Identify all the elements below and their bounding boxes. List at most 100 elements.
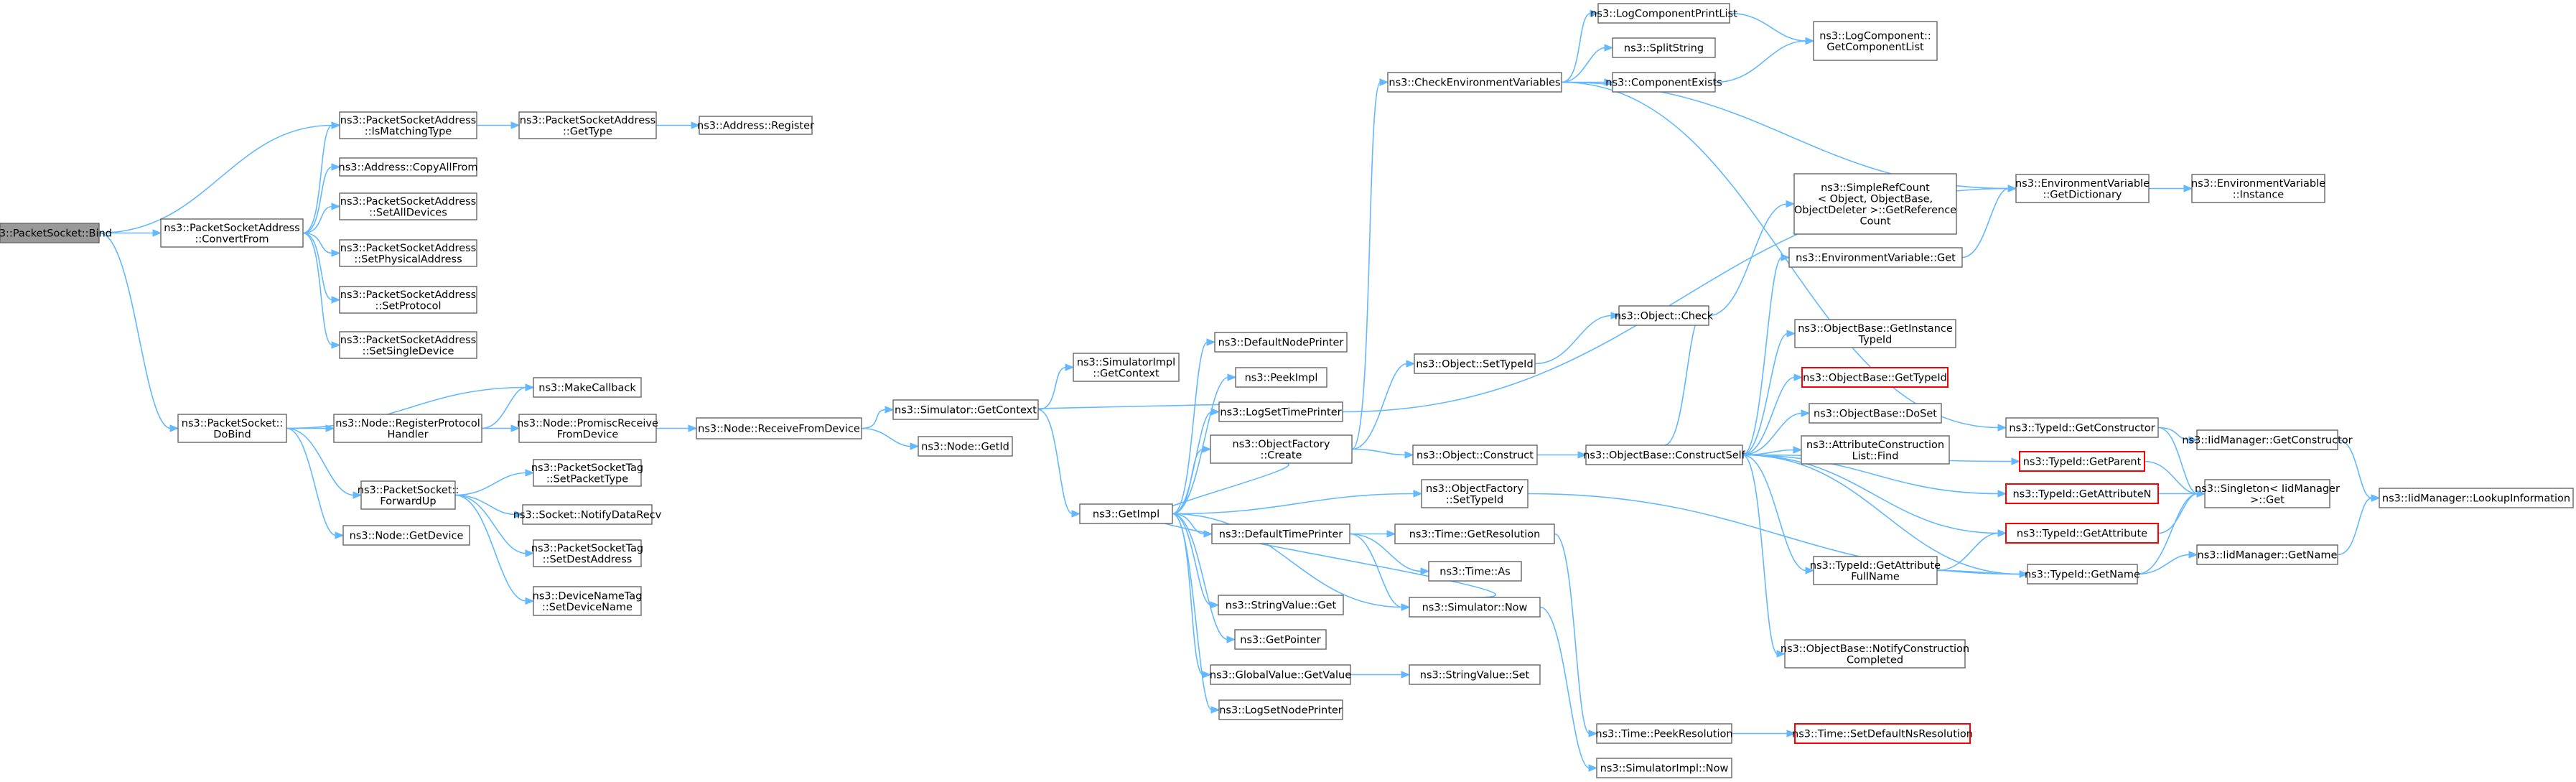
graph-node-getpointer[interactable]: ns3::GetPointer (1234, 629, 1327, 650)
node-box[interactable] (1234, 629, 1327, 650)
graph-node-psa_setproto[interactable]: ns3::PacketSocketAddress::SetProtocol (339, 286, 477, 314)
node-box[interactable] (518, 111, 657, 139)
node-box[interactable] (1597, 3, 1730, 24)
node-box[interactable] (1794, 319, 1956, 348)
node-box[interactable] (1612, 37, 1716, 58)
graph-node-pst_setdest[interactable]: ns3::PacketSocketTag::SetDestAddress (531, 539, 643, 567)
node-box[interactable] (1387, 72, 1562, 93)
node-box[interactable] (1428, 561, 1522, 582)
node-box[interactable] (1596, 723, 1732, 744)
graph-node-psa_setphys[interactable]: ns3::PacketSocketAddress::SetPhysicalAdd… (339, 239, 477, 267)
node-box[interactable] (696, 417, 862, 439)
graph-node-makecallback[interactable]: ns3::MakeCallback (533, 377, 642, 398)
node-box[interactable] (2191, 174, 2325, 203)
node-box[interactable] (1801, 435, 1950, 465)
node-box[interactable] (1210, 664, 1351, 685)
node-box[interactable] (2204, 479, 2330, 508)
graph-node-compexists[interactable]: ns3::ComponentExists (1605, 72, 1722, 93)
node-box[interactable] (1788, 247, 1963, 268)
graph-node-simimpl_now[interactable]: ns3::SimulatorImpl::Now (1596, 758, 1732, 778)
node-box[interactable] (1409, 597, 1541, 618)
node-box[interactable] (1235, 367, 1327, 388)
graph-node-envvar_instance[interactable]: ns3::EnvironmentVariable::Instance (2191, 174, 2325, 203)
node-box[interactable] (339, 111, 477, 139)
node-box[interactable] (360, 480, 456, 510)
graph-node-psa_convert[interactable]: ns3::PacketSocketAddress::ConvertFrom (160, 218, 304, 248)
graph-node-node_getdev[interactable]: ns3::Node::GetDevice (342, 525, 470, 546)
graph-node-time_as[interactable]: ns3::Time::As (1428, 561, 1522, 582)
node-box[interactable] (518, 414, 657, 443)
graph-node-obj_check[interactable]: ns3::Object::Check (1615, 305, 1714, 326)
graph-node-typeid_getctor[interactable]: ns3::TypeId::GetConstructor (2005, 417, 2159, 438)
graph-node-psa_gettype[interactable]: ns3::PacketSocketAddress::GetType (518, 111, 657, 139)
node-box[interactable] (1394, 523, 1555, 544)
node-box[interactable] (1218, 699, 1343, 720)
node-box[interactable] (1210, 434, 1353, 464)
node-box[interactable] (1211, 523, 1350, 544)
graph-node-time_peekres[interactable]: ns3::Time::PeekResolution (1595, 723, 1733, 744)
graph-node-deftimeprinter[interactable]: ns3::DefaultTimePrinter (1211, 523, 1350, 544)
graph-node-addr_register[interactable]: ns3::Address::Register (697, 116, 814, 135)
graph-node-ps_forwardup[interactable]: ns3::PacketSocket::ForwardUp (358, 480, 459, 510)
node-box[interactable] (1809, 403, 1942, 424)
graph-node-objbase_notify[interactable]: ns3::ObjectBase::NotifyConstructionCompl… (1781, 639, 1969, 669)
graph-node-sock_notify[interactable]: ns3::Socket::NotifyDataRecv (513, 504, 662, 525)
node-box[interactable] (339, 239, 477, 267)
graph-node-node_recv[interactable]: ns3::Node::ReceiveFromDevice (696, 417, 862, 439)
graph-node-globval_getval[interactable]: ns3::GlobalValue::GetValue (1210, 664, 1351, 685)
graph-node-objbase_gettypeid[interactable]: ns3::ObjectBase::GetTypeId (1801, 367, 1949, 388)
graph-node-time_getres[interactable]: ns3::Time::GetResolution (1394, 523, 1555, 544)
node-box[interactable] (339, 192, 477, 220)
graph-node-envvar_getdict[interactable]: ns3::EnvironmentVariable::GetDictionary (2015, 174, 2150, 203)
node-box[interactable] (1618, 305, 1709, 326)
node-box[interactable] (1412, 444, 1538, 465)
node-box[interactable] (1813, 21, 1938, 61)
node-box[interactable] (2005, 483, 2159, 504)
node-box[interactable] (918, 436, 1013, 457)
node-box[interactable] (1794, 723, 1971, 744)
node-box[interactable] (1784, 639, 1966, 669)
graph-node-simimpl_getctx[interactable]: ns3::SimulatorImpl::GetContext (1073, 353, 1180, 382)
node-box[interactable] (160, 218, 304, 248)
node-box[interactable] (2027, 564, 2138, 585)
node-box[interactable] (1793, 173, 1957, 235)
node-box[interactable] (1801, 367, 1949, 388)
node-box[interactable] (1214, 332, 1348, 353)
graph-node-checkenv[interactable]: ns3::CheckEnvironmentVariables (1387, 72, 1562, 93)
node-box[interactable] (2015, 174, 2150, 203)
graph-node-iidmgr_getctor[interactable]: ns3::IidManager::GetConstructor (2182, 429, 2353, 450)
node-box[interactable] (339, 157, 477, 177)
node-box[interactable] (2019, 451, 2145, 472)
node-box[interactable] (1813, 556, 1938, 585)
graph-node-typeid_getattr[interactable]: ns3::TypeId::GetAttribute (2005, 523, 2159, 544)
graph-node-time_setdefnsres[interactable]: ns3::Time::SetDefaultNsResolution (1792, 723, 1973, 744)
graph-node-defnodeprinter[interactable]: ns3::DefaultNodePrinter (1214, 332, 1348, 353)
graph-node-psa_setall[interactable]: ns3::PacketSocketAddress::SetAllDevices (339, 192, 477, 220)
graph-node-objfact_settypeid[interactable]: ns3::ObjectFactory::SetTypeId (1421, 479, 1529, 508)
graph-node-obj_settypeid[interactable]: ns3::Object::SetTypeId (1414, 353, 1536, 374)
graph-node-typeid_getattrn[interactable]: ns3::TypeId::GetAttributeN (2005, 483, 2159, 504)
graph-node-strval_set[interactable]: ns3::StringValue::Set (1409, 664, 1541, 685)
graph-node-dnt_setname[interactable]: ns3::DeviceNameTag::SetDeviceName (533, 586, 643, 616)
node-box[interactable] (533, 539, 642, 567)
node-box[interactable] (339, 331, 477, 359)
node-box[interactable] (2196, 429, 2338, 450)
node-box[interactable] (533, 459, 642, 487)
graph-node-ps_dobind[interactable]: ns3::PacketSocket::DoBind (177, 414, 287, 443)
graph-node-objfact_create[interactable]: ns3::ObjectFactory::Create (1210, 434, 1353, 464)
node-box[interactable] (533, 586, 642, 616)
graph-node-addr_copyall[interactable]: ns3::Address::CopyAllFrom (339, 157, 478, 177)
node-box[interactable] (533, 377, 642, 398)
graph-node-strval_get[interactable]: ns3::StringValue::Get (1218, 595, 1344, 615)
graph-node-typeid_getname[interactable]: ns3::TypeId::GetName (2025, 564, 2140, 585)
node-box[interactable] (2196, 544, 2338, 565)
graph-node-sim_getctx[interactable]: ns3::Simulator::GetContext (892, 399, 1039, 420)
graph-node-logcomp_getlist[interactable]: ns3::LogComponent::GetComponentList (1813, 21, 1938, 61)
graph-node-singleton_get[interactable]: ns3::Singleton< IidManager >::Get (2195, 479, 2340, 508)
graph-node-logsetnodeprinter[interactable]: ns3::LogSetNodePrinter (1218, 699, 1343, 720)
node-box[interactable] (892, 399, 1039, 420)
